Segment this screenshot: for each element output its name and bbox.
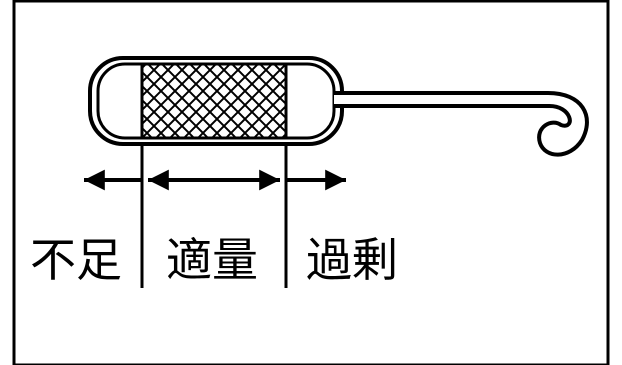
frame [12,0,610,365]
proper-range-hatch [140,62,288,140]
label-proper: 適量 [166,233,258,287]
label-excess: 過剰 [306,233,398,287]
label-insufficient: 不足 [30,233,122,287]
dipstick-rod [334,91,589,157]
